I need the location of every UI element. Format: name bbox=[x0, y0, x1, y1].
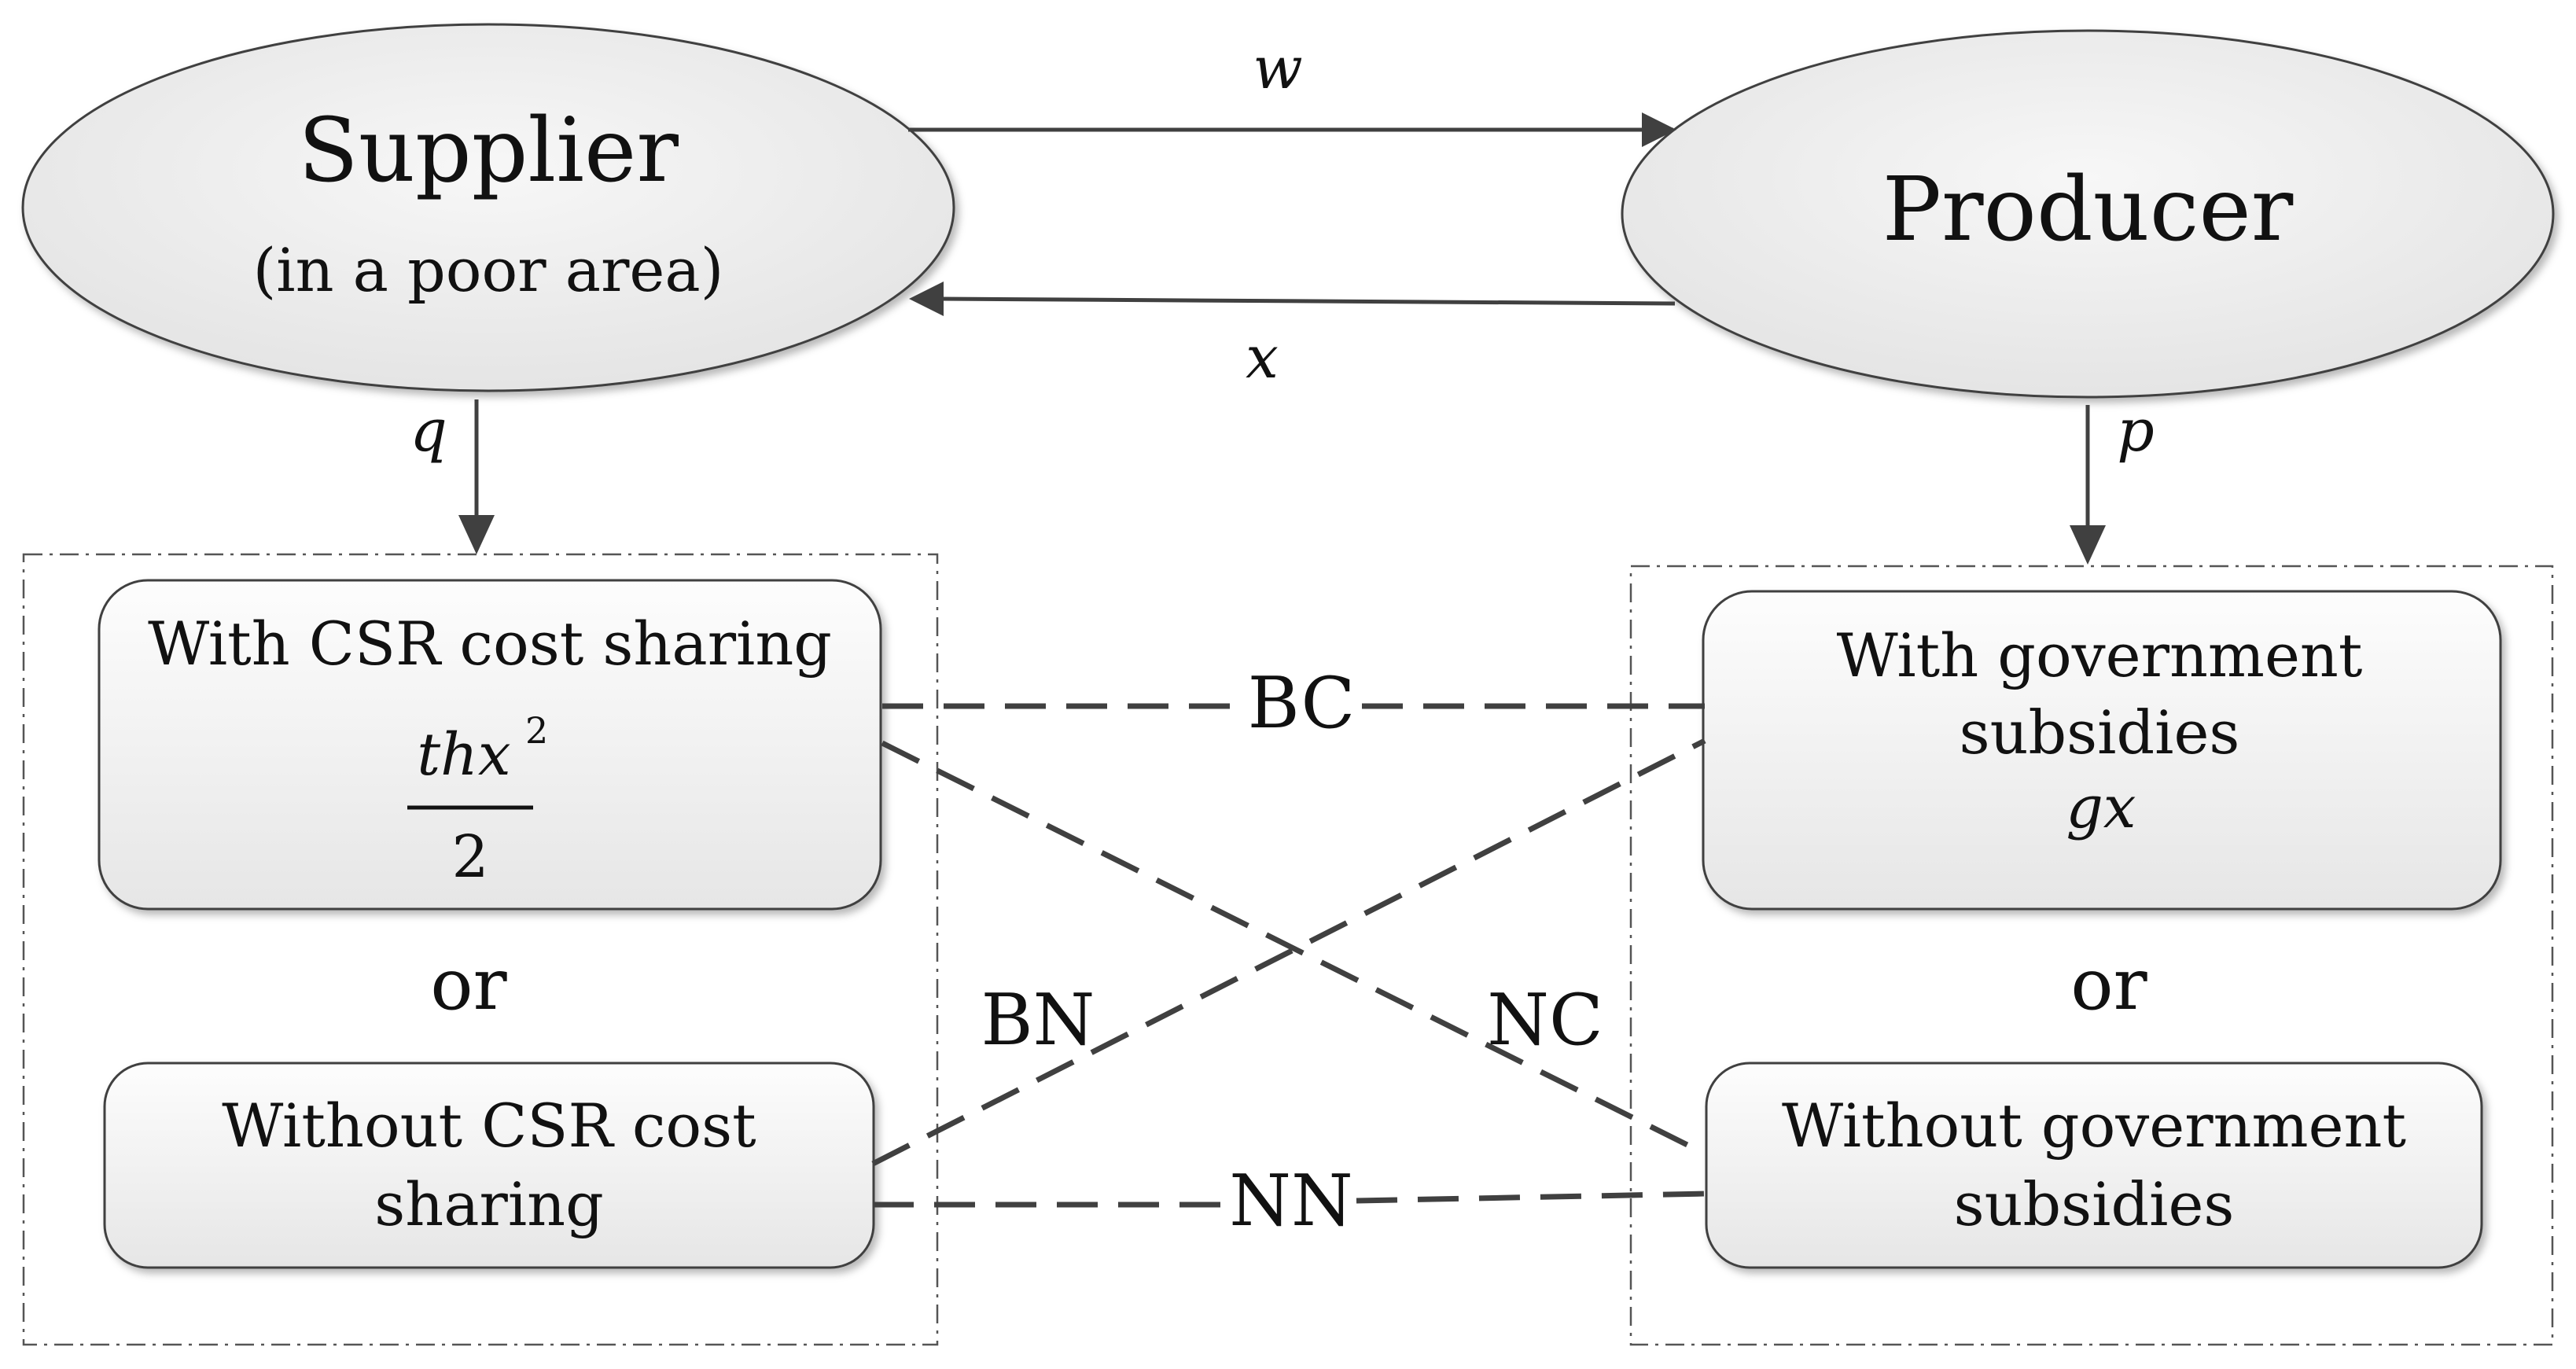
with-csr-formula-exponent: 2 bbox=[525, 709, 548, 752]
without-gov-line1: Without government bbox=[1782, 1091, 2406, 1161]
arrow-p-tip bbox=[2070, 525, 2106, 565]
supplier-subtitle: (in a poor area) bbox=[253, 235, 724, 305]
box-without-gov: Without government subsidies bbox=[1705, 1062, 2483, 1269]
without-csr-line2: sharing bbox=[374, 1169, 604, 1239]
supplier-title: Supplier bbox=[298, 100, 679, 202]
label-nn: NN bbox=[1229, 1160, 1353, 1242]
with-csr-formula-denominator: 2 bbox=[451, 823, 488, 891]
producer-node: Producer bbox=[1621, 29, 2555, 399]
label-bn: BN bbox=[981, 979, 1095, 1062]
without-gov-line2: subsidies bbox=[1954, 1169, 2235, 1239]
supplier-options-frame bbox=[22, 553, 939, 1346]
label-x: x bbox=[1246, 324, 1279, 392]
supplier-or: or bbox=[430, 944, 507, 1026]
with-csr-formula-numerator: thx bbox=[417, 721, 510, 789]
box-with-csr: With CSR cost sharing thx 2 2 bbox=[98, 579, 882, 911]
connection-bn bbox=[871, 738, 1706, 1167]
label-p: p bbox=[2117, 397, 2154, 465]
box-with-gov: With government subsidies gx bbox=[1702, 590, 2502, 911]
arrow-q-tip bbox=[458, 515, 495, 554]
arrow-x bbox=[939, 296, 1676, 306]
producer-options-frame bbox=[1629, 565, 2554, 1346]
with-gov-formula: gx bbox=[2066, 774, 2136, 841]
with-gov-line2: subsidies bbox=[1960, 697, 2240, 767]
connection-nc bbox=[881, 740, 1706, 1157]
supplier-node: Supplier (in a poor area) bbox=[21, 23, 955, 392]
arrow-x-tip bbox=[909, 282, 944, 316]
connection-nn-right bbox=[1356, 1191, 1707, 1204]
label-q: q bbox=[410, 397, 447, 465]
label-bc: BC bbox=[1248, 662, 1356, 745]
box-without-csr: Without CSR cost sharing bbox=[103, 1062, 875, 1269]
label-w: w bbox=[1253, 35, 1302, 102]
with-csr-label: With CSR cost sharing bbox=[148, 609, 832, 679]
producer-title: Producer bbox=[1882, 159, 2294, 261]
label-nc: NC bbox=[1487, 979, 1603, 1062]
producer-or: or bbox=[2070, 944, 2147, 1026]
with-gov-line1: With government bbox=[1837, 620, 2363, 690]
without-csr-line1: Without CSR cost bbox=[222, 1091, 756, 1161]
arrow-w-tip bbox=[1642, 112, 1676, 147]
